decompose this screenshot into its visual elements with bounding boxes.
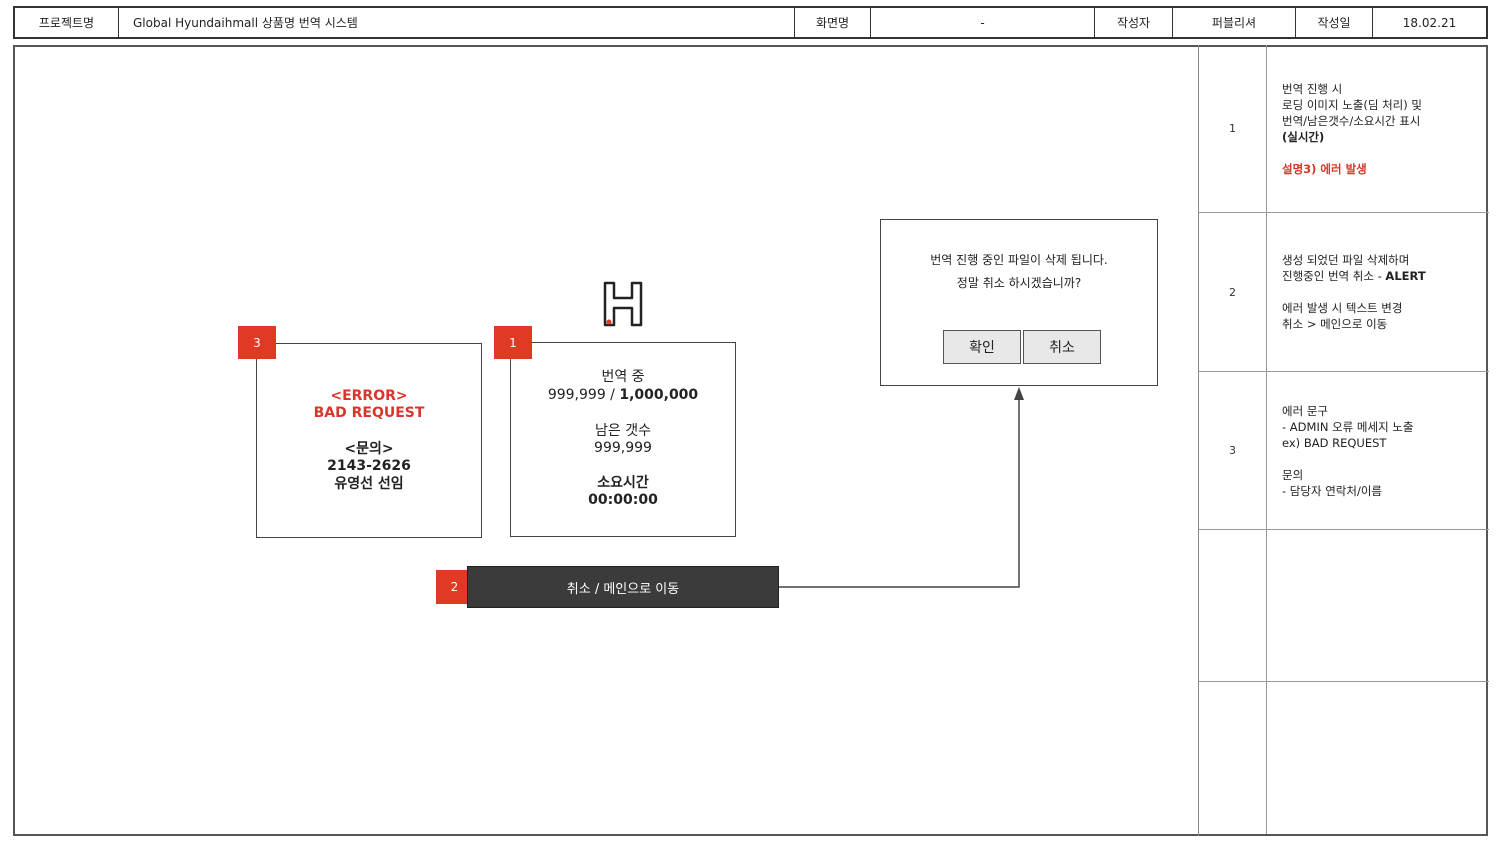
description-line: - 담당자 연락처/이름: [1282, 483, 1382, 498]
date-value: 18.02.21: [1402, 15, 1457, 30]
dialog-message-line1: 번역 진행 중인 파일이 삭제 됩니다.: [930, 253, 1108, 267]
description-number: 3: [1199, 372, 1267, 529]
description-line: 생성 되었던 파일 삭제하며: [1282, 253, 1410, 267]
description-line: 번역/남은갯수/소요시간 표시: [1282, 113, 1421, 128]
description-table: 1 번역 진행 시 로딩 이미지 노출(딤 처리) 및 번역/남은갯수/소요시간…: [1198, 45, 1489, 836]
badge-3: 3: [238, 326, 276, 359]
description-line: 문의: [1282, 467, 1304, 482]
remaining-label: 남은 갯수: [595, 423, 651, 439]
progress-total: 1,000,000: [619, 387, 699, 403]
description-line: 로딩 이미지 노출(딤 처리) 및: [1282, 97, 1422, 112]
translation-progress-box: 번역 중 999,999 / 1,000,000 남은 갯수 999,999 소…: [510, 342, 736, 537]
remaining-value: 999,999: [594, 440, 652, 456]
badge-2: 2: [436, 570, 473, 604]
description-line: - ADMIN 오류 메세지 노출: [1282, 419, 1414, 434]
cancel-to-main-button[interactable]: 취소 / 메인으로 이동: [467, 566, 779, 608]
date-label: 작성일: [1296, 8, 1373, 37]
contact-phone: 2143-2626: [327, 458, 411, 474]
project-label: 프로젝트명: [15, 8, 119, 37]
contact-name: 유영선 선임: [334, 476, 404, 492]
description-line-part: 진행중인 번역 취소 -: [1282, 269, 1386, 283]
description-row-4: [1199, 530, 1489, 682]
alert-keyword: ALERT: [1385, 269, 1426, 283]
description-row-3: 3 에러 문구 - ADMIN 오류 메세지 노출 ex) BAD REQUES…: [1199, 372, 1489, 530]
description-text: [1267, 530, 1489, 681]
description-line: 에러 문구: [1282, 403, 1328, 418]
description-row-1: 1 번역 진행 시 로딩 이미지 노출(딤 처리) 및 번역/남은갯수/소요시간…: [1199, 45, 1489, 213]
confirm-button[interactable]: 확인: [943, 330, 1021, 364]
description-number: 1: [1199, 45, 1267, 212]
dialog-message-line2: 정말 취소 하시겠습니까?: [956, 276, 1082, 290]
author-value: 퍼블리셔: [1173, 8, 1296, 37]
screen-label: 화면명: [795, 8, 871, 37]
badge-1: 1: [494, 326, 532, 359]
error-message-box: <ERROR> BAD REQUEST <문의> 2143-2626 유영선 선…: [256, 343, 482, 538]
h-logo-icon: [601, 280, 645, 328]
description-number: [1199, 682, 1267, 834]
elapsed-label: 소요시간: [597, 475, 649, 491]
description-number: 2: [1199, 213, 1267, 371]
description-text: 에러 문구 - ADMIN 오류 메세지 노출 ex) BAD REQUEST …: [1267, 372, 1489, 529]
cancel-confirm-dialog: 번역 진행 중인 파일이 삭제 됩니다. 정말 취소 하시겠습니까? 확인 취소: [880, 219, 1158, 386]
error-message: BAD REQUEST: [313, 405, 425, 421]
description-row-2: 2 생성 되었던 파일 삭제하며 진행중인 번역 취소 - ALERT 에러 발…: [1199, 213, 1489, 372]
description-text: 생성 되었던 파일 삭제하며 진행중인 번역 취소 - ALERT 에러 발생 …: [1267, 213, 1489, 371]
progress-done: 999,999 /: [547, 387, 620, 403]
description-line: 진행중인 번역 취소 - ALERT: [1282, 268, 1477, 284]
project-value: Global Hyundaihmall 상품명 번역 시스템: [119, 8, 795, 37]
description-row-5: [1199, 682, 1489, 834]
elapsed-value: 00:00:00: [588, 492, 658, 508]
main-canvas: [13, 45, 1488, 836]
description-line: 설명3) 에러 발생: [1282, 161, 1367, 176]
description-line: 에러 발생 시 텍스트 변경: [1282, 301, 1403, 315]
contact-label: <문의>: [344, 441, 394, 457]
header-table: 프로젝트명 Global Hyundaihmall 상품명 번역 시스템 화면명…: [13, 6, 1488, 39]
progress-status: 번역 중: [601, 369, 645, 385]
description-text: [1267, 682, 1489, 834]
error-title: <ERROR>: [330, 388, 408, 404]
progress-count: 999,999 / 1,000,000: [511, 387, 735, 404]
description-line: 번역 진행 시: [1282, 81, 1343, 96]
description-number: [1199, 530, 1267, 681]
dialog-cancel-button[interactable]: 취소: [1023, 330, 1101, 364]
description-text: 번역 진행 시 로딩 이미지 노출(딤 처리) 및 번역/남은갯수/소요시간 표…: [1267, 45, 1489, 212]
screen-value: -: [871, 8, 1095, 37]
description-line: ex) BAD REQUEST: [1282, 435, 1387, 450]
description-line: 취소 > 메인으로 이동: [1282, 317, 1388, 331]
author-label: 작성자: [1095, 8, 1173, 37]
description-line: (실시간): [1282, 129, 1325, 144]
